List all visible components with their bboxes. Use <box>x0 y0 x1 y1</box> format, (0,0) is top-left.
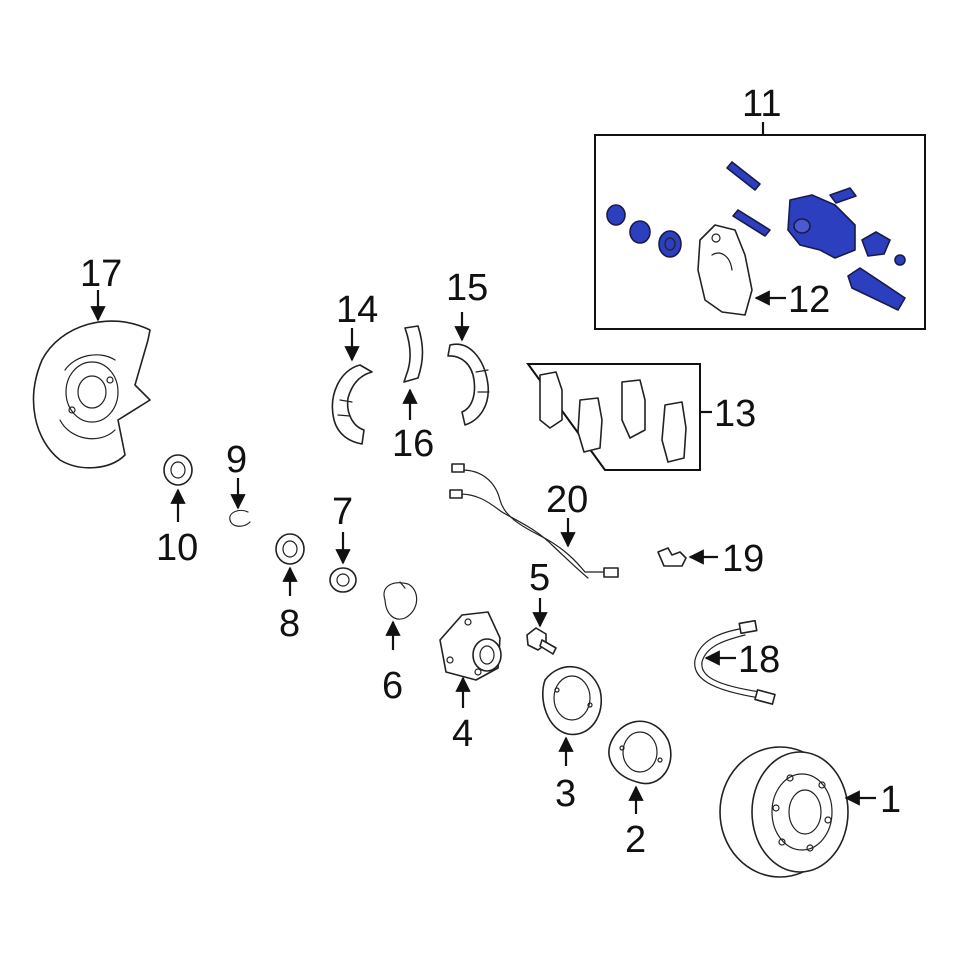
part-12-caliper-bracket[interactable] <box>697 224 753 316</box>
part-4-hub[interactable] <box>439 611 502 681</box>
callout-16: 16 <box>392 423 434 465</box>
part-9-snap-ring[interactable] <box>229 509 251 527</box>
callout-20: 20 <box>546 479 588 521</box>
part-2-gasket[interactable] <box>608 720 672 785</box>
part-3-shield[interactable] <box>541 666 603 736</box>
part-17-backing-plate[interactable] <box>32 320 151 469</box>
part-7-seal[interactable] <box>329 567 357 593</box>
part-11-caliper-assembly[interactable] <box>606 161 906 311</box>
callout-19: 19 <box>722 538 764 580</box>
callout-18: 18 <box>738 639 780 681</box>
callout-11: 11 <box>742 83 781 125</box>
part-15-brake-shoe[interactable] <box>447 343 490 426</box>
part-18-brake-hose[interactable] <box>694 619 776 705</box>
callout-3: 3 <box>555 773 576 815</box>
part-13-brake-pad-set[interactable] <box>526 363 701 471</box>
part-8-bearing[interactable] <box>275 533 305 565</box>
callout-12: 12 <box>788 279 830 321</box>
part-19-bracket[interactable] <box>657 547 687 567</box>
callout-6: 6 <box>382 665 403 707</box>
part-1-rotor[interactable] <box>719 746 849 878</box>
callout-2: 2 <box>625 819 646 861</box>
callout-5: 5 <box>529 557 550 599</box>
part-5-bolt[interactable] <box>526 627 557 655</box>
callout-8: 8 <box>279 603 300 645</box>
callout-17: 17 <box>80 253 122 295</box>
part-10-seal[interactable] <box>163 454 193 486</box>
callout-4: 4 <box>452 713 473 755</box>
callout-15: 15 <box>446 267 488 309</box>
part-14-brake-shoe[interactable] <box>331 364 373 445</box>
callout-7: 7 <box>332 491 353 533</box>
part-16-strut[interactable] <box>403 325 424 383</box>
caliper-assembly-box <box>594 134 926 330</box>
part-20-sensor-wire[interactable] <box>449 463 619 579</box>
callout-10: 10 <box>156 527 198 569</box>
callout-1: 1 <box>880 779 901 821</box>
part-6-snap-ring[interactable] <box>383 581 418 620</box>
callout-14: 14 <box>336 289 378 331</box>
callout-9: 9 <box>226 439 247 481</box>
callout-13: 13 <box>714 393 756 435</box>
